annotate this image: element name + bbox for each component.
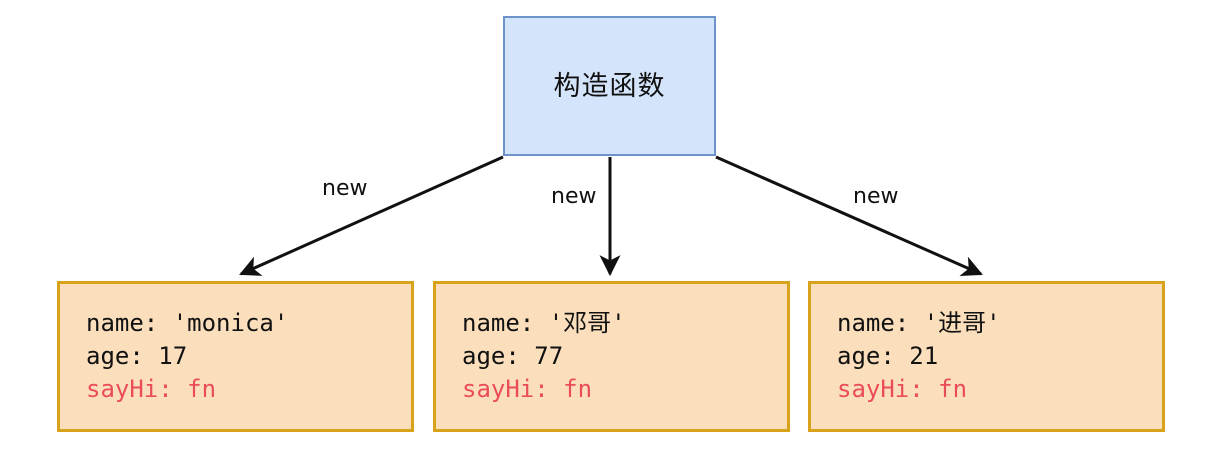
instance-property-name: name: '邓哥' <box>462 309 626 337</box>
constructor-node-label: 构造函数 <box>553 70 666 102</box>
instance-node-2[interactable]: name: '邓哥' age: 77 sayHi: fn <box>433 281 790 432</box>
instance-property-name: name: '进哥' <box>837 309 1001 337</box>
instance-property-sayhi: sayHi: fn <box>462 375 593 403</box>
edge-label-new-2: new <box>551 184 597 209</box>
instance-property-name: name: 'monica' <box>86 309 289 337</box>
instance-property-age: age: 77 <box>462 342 564 370</box>
instance-node-3[interactable]: name: '进哥' age: 21 sayHi: fn <box>808 281 1165 432</box>
instance-property-sayhi: sayHi: fn <box>86 375 217 403</box>
edge-new-1 <box>239 155 504 276</box>
instance-property-age: age: 21 <box>837 342 939 370</box>
edge-label-new-3: new <box>853 184 899 209</box>
instance-node-1[interactable]: name: 'monica' age: 17 sayHi: fn <box>57 281 414 432</box>
edge-new-3 <box>715 155 983 276</box>
instance-property-sayhi: sayHi: fn <box>837 375 968 403</box>
instance-property-age: age: 17 <box>86 342 188 370</box>
constructor-node[interactable]: 构造函数 <box>503 16 716 156</box>
edge-label-new-1: new <box>322 176 368 201</box>
